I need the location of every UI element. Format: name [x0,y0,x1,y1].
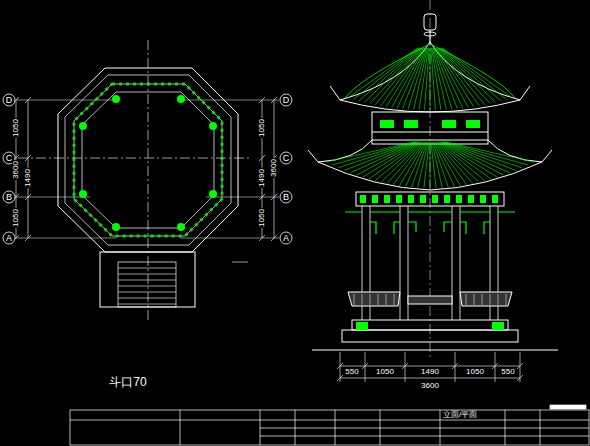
axis-letter: A [279,231,293,245]
dimension: 1050 [12,208,20,228]
dimension: 1050 [375,368,395,376]
dimension: 3600 [270,158,278,178]
plan-view [16,40,279,320]
axis-letter: D [2,93,16,107]
dimension: 1050 [258,118,266,138]
title-block [70,405,589,445]
dimension: 1050 [465,368,485,376]
axis-letter: B [279,190,293,204]
dimension: 550 [500,368,515,376]
elevation-view [308,0,558,382]
axis-bubble: B [2,190,16,204]
axis-letter: D [279,93,293,107]
module-note: 斗口70 [108,376,147,388]
dimension: 3600 [420,382,440,390]
axis-bubble: B [279,190,293,204]
axis-letter: A [2,231,16,245]
axis-letter: B [2,190,16,204]
dimension: 550 [344,368,359,376]
dimension: 1490 [420,368,440,376]
dimension: 1490 [258,168,266,188]
dimension: 3600 [12,160,20,180]
axis-bubble: D [2,93,16,107]
axis-bubble: C [279,151,293,165]
axis-bubble: D [279,93,293,107]
axis-letter: C [279,151,293,165]
dimension: 1490 [24,168,32,188]
dimension: 1050 [258,208,266,228]
axis-bubble: A [2,231,16,245]
dimension: 1050 [12,118,20,138]
axis-bubble: A [279,231,293,245]
sheet-title: 立面/平面 [442,411,478,419]
